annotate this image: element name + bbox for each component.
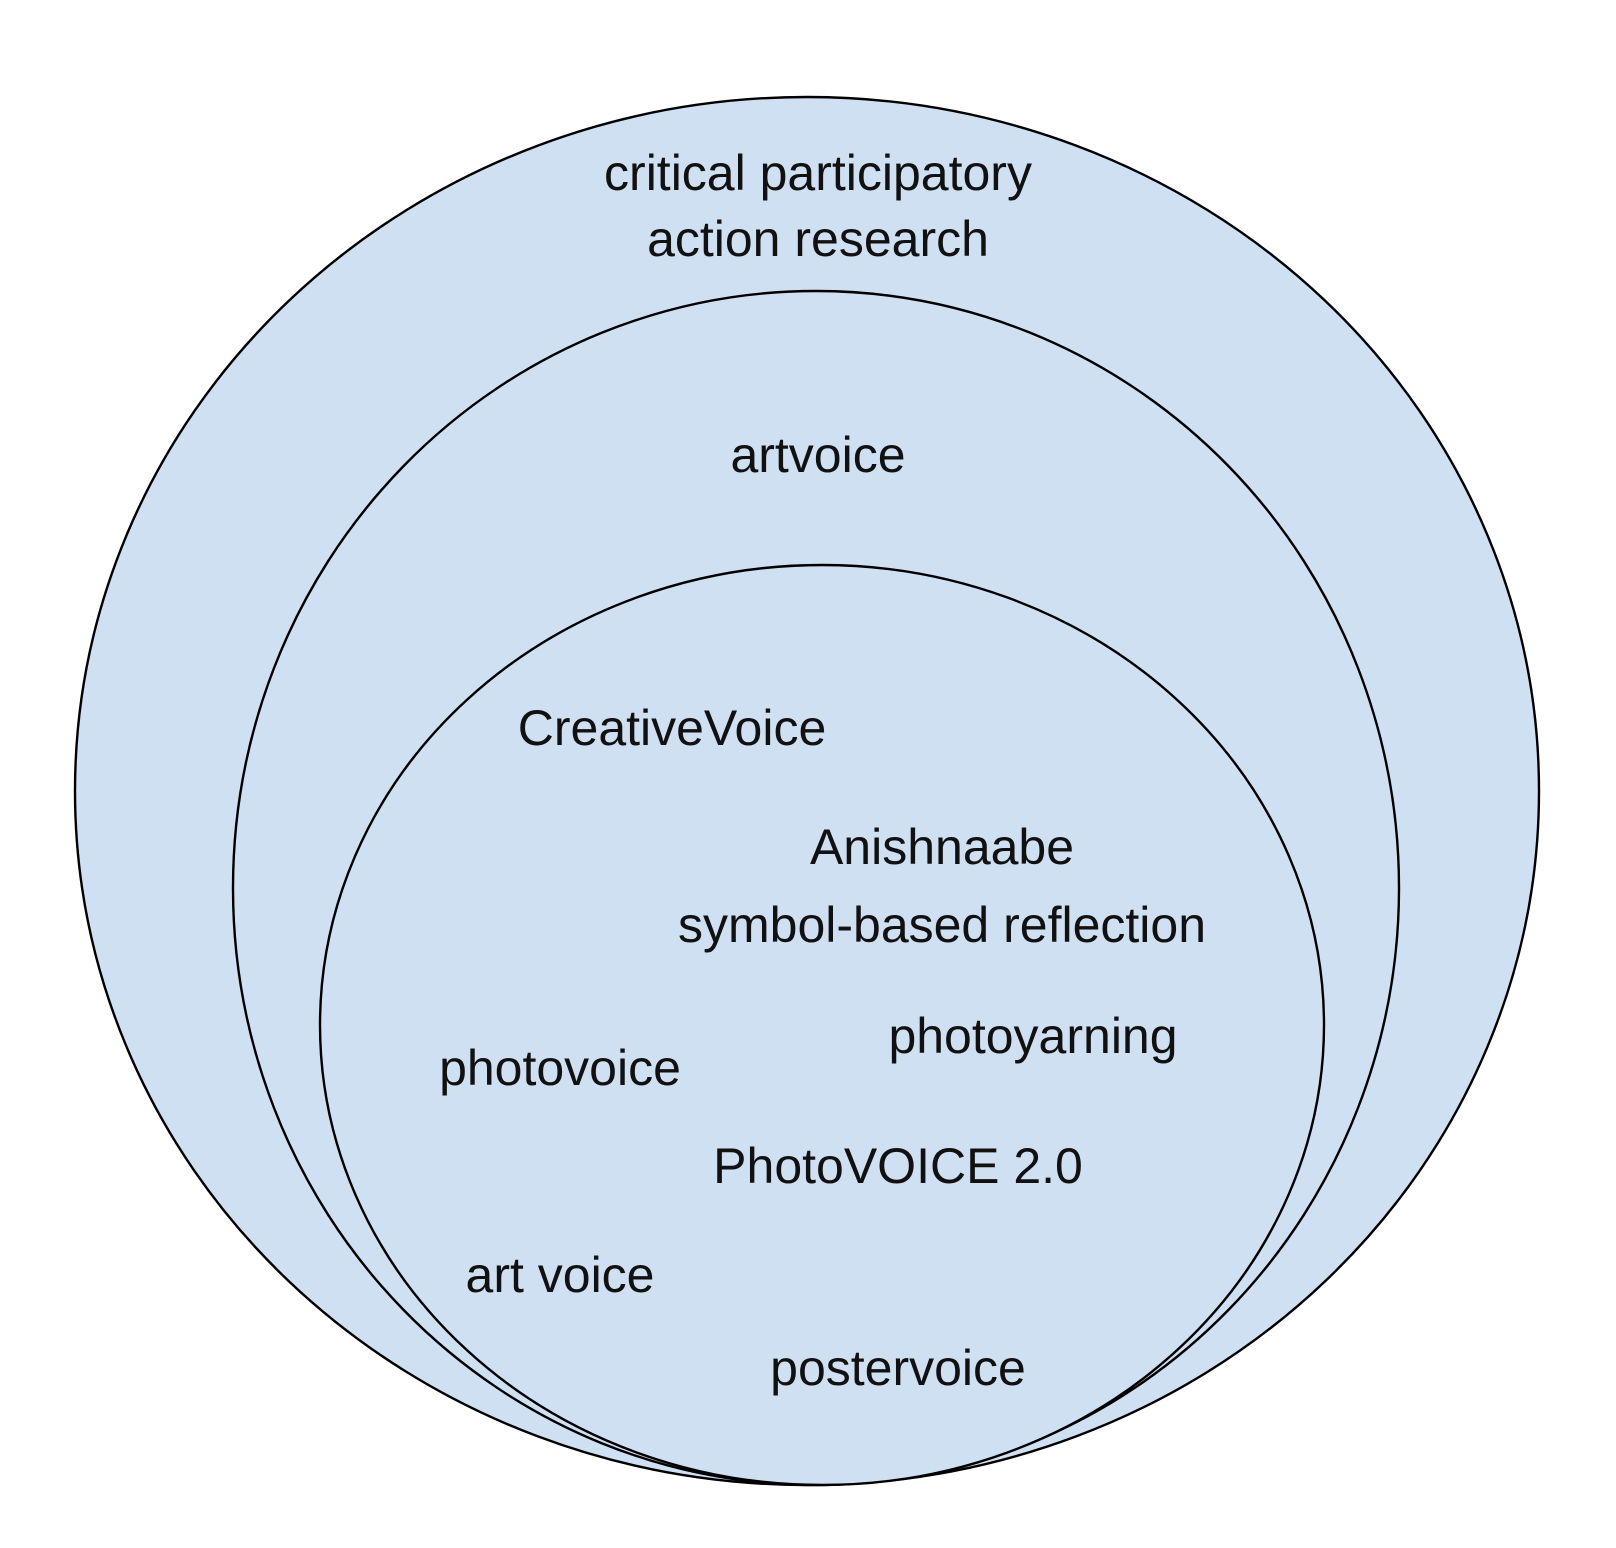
outer-label-line2: action research: [647, 211, 989, 267]
label-photovoice-2: PhotoVOICE 2.0: [713, 1138, 1083, 1194]
outer-label-line1: critical participatory: [604, 145, 1032, 201]
label-anishnaabe: Anishnaabe: [810, 819, 1074, 875]
inner-circle-photovoice-family: [318, 563, 1326, 1487]
label-art-voice: art voice: [466, 1247, 655, 1303]
middle-label-artvoice: artvoice: [730, 427, 905, 483]
label-symbol-based-reflection: symbol-based reflection: [678, 897, 1206, 953]
label-postervoice: postervoice: [770, 1340, 1026, 1396]
label-photoyarning: photoyarning: [888, 1008, 1177, 1064]
label-creativevoice: CreativeVoice: [518, 700, 827, 756]
label-photovoice: photovoice: [439, 1040, 681, 1096]
